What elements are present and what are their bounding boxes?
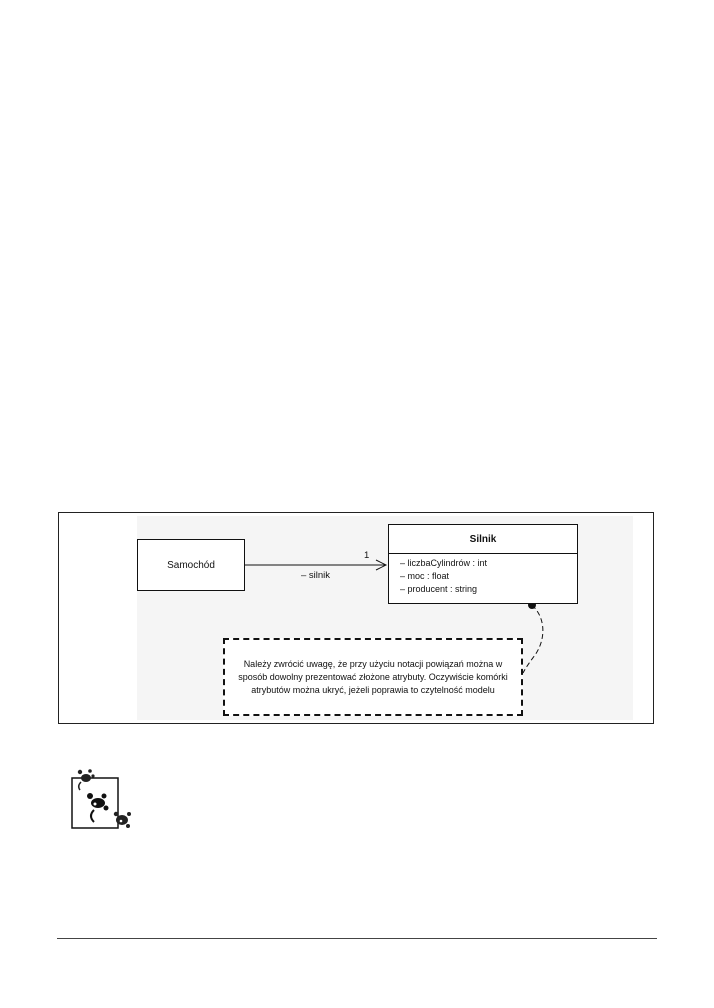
class-silnik: Silnik – liczbaCylindrów : int – moc : f… <box>388 524 578 604</box>
note-connector <box>522 604 544 674</box>
uml-note-text: Należy zwrócić uwagę, że przy użyciu not… <box>238 658 508 695</box>
association-multiplicity: 1 <box>364 550 370 561</box>
attribute-moc: – moc : float <box>400 571 450 581</box>
footer-divider <box>57 938 657 939</box>
class-samochod: Samochód <box>137 539 245 591</box>
scorpion-tip-icon <box>70 768 134 837</box>
association-arrowhead <box>375 559 388 571</box>
class-samochod-name: Samochód <box>167 559 215 571</box>
attribute-liczba-cylindrow: – liczbaCylindrów : int <box>400 558 488 568</box>
class-silnik-attributes: – liczbaCylindrów : int – moc : float – … <box>389 554 577 596</box>
association-role: – silnik <box>301 570 331 581</box>
uml-note: Należy zwrócić uwagę, że przy użyciu not… <box>223 638 523 716</box>
uml-figure: Samochód 1 – silnik Silnik – liczbaCylin… <box>58 512 654 724</box>
class-silnik-name: Silnik <box>389 525 577 554</box>
attribute-producent: – producent : string <box>400 584 478 594</box>
